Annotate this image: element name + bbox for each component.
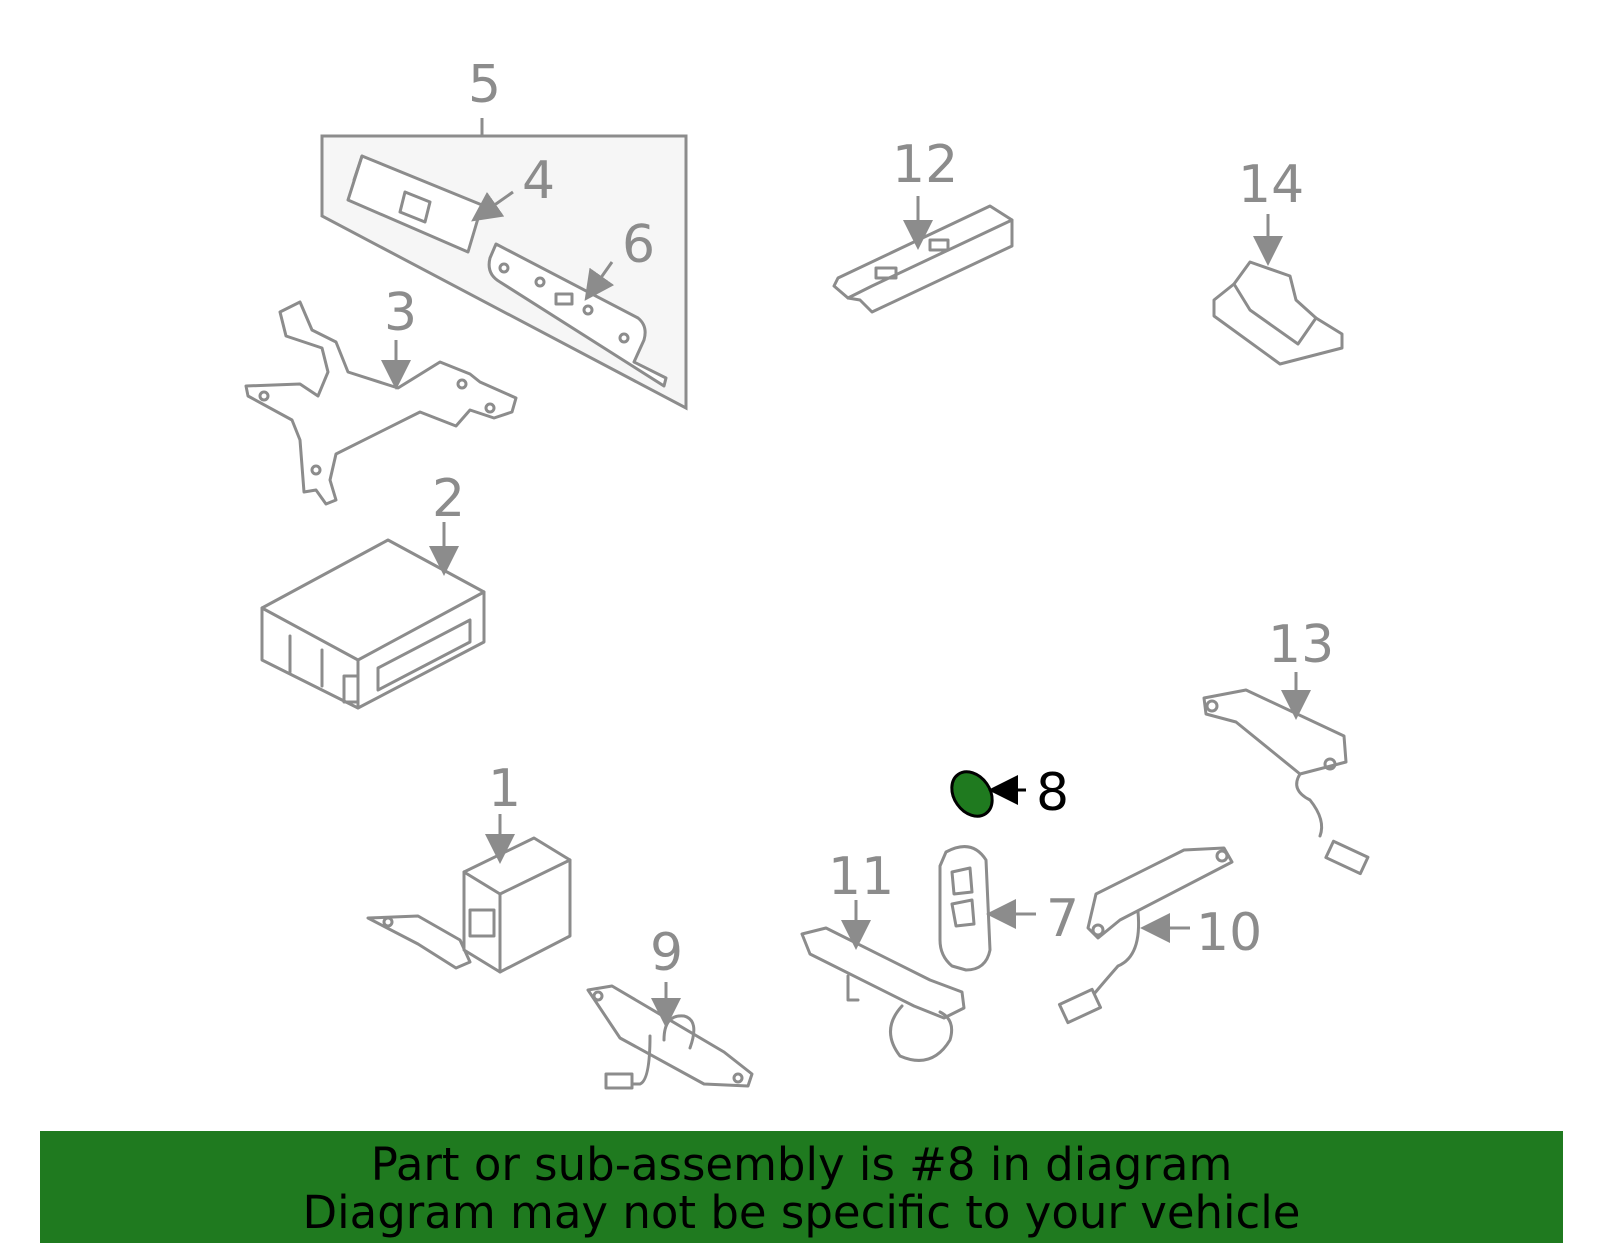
callout-3: 3: [384, 283, 417, 343]
banner-line-1: Part or sub-assembly is #8 in diagram: [370, 1138, 1233, 1191]
callout-11: 11: [828, 847, 894, 907]
part-12-antenna: [832, 204, 1014, 314]
part-1-module: [366, 836, 572, 974]
part-7-key-fob: [938, 845, 992, 972]
part-2-module: [260, 538, 486, 710]
banner-line-2: Diagram may not be specific to your vehi…: [302, 1186, 1301, 1239]
callout-13: 13: [1268, 615, 1334, 675]
part-14-lamp: [1212, 260, 1344, 366]
callout-6: 6: [622, 215, 655, 275]
part-3-bracket: [244, 300, 518, 506]
part-13-antenna: [1202, 688, 1370, 876]
callout-4: 4: [522, 151, 555, 211]
part-9-antenna: [586, 984, 754, 1090]
callout-1: 1: [488, 759, 521, 819]
callout-8: 8: [1036, 763, 1069, 823]
part-8-highlighted: [950, 770, 994, 818]
callout-12: 12: [892, 135, 958, 195]
callout-2: 2: [432, 469, 465, 529]
callout-9: 9: [650, 923, 683, 983]
part-4-switch: [346, 154, 484, 254]
callout-10: 10: [1196, 903, 1262, 963]
part-6-plate: [487, 242, 668, 388]
callout-7: 7: [1046, 889, 1079, 949]
info-banner: Part or sub-assembly is #8 in diagram Di…: [40, 1131, 1563, 1243]
callout-14: 14: [1238, 155, 1304, 215]
callout-5: 5: [468, 55, 501, 115]
part-10-antenna: [1057, 846, 1234, 1025]
